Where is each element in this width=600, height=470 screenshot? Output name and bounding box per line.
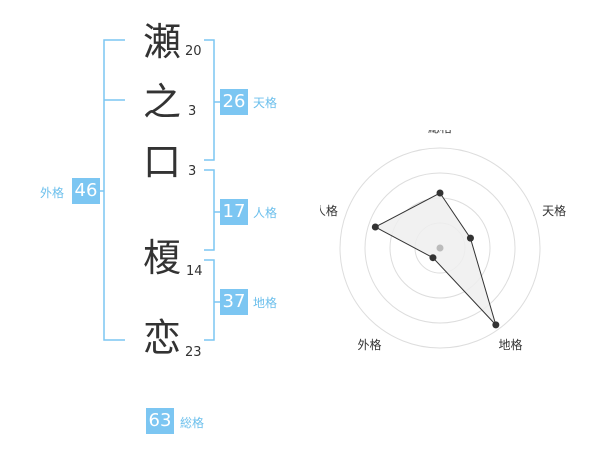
radar-axis-label-jinkaku: 人格 xyxy=(320,203,338,218)
name-char-2: 之 xyxy=(142,80,181,124)
name-char-1: 瀬 xyxy=(142,20,181,64)
tenkaku-label: 天格 xyxy=(253,96,278,110)
radar-point-jinkaku xyxy=(371,223,379,231)
radar-axis-label-gaikaku: 外格 xyxy=(357,337,381,352)
radar-center-dot xyxy=(436,244,444,252)
radar-ring xyxy=(339,147,541,349)
radar-points xyxy=(371,189,500,329)
chikaku-label: 地格 xyxy=(253,296,278,310)
chikaku-bracket xyxy=(204,259,215,341)
chikaku-value: 37 xyxy=(220,289,248,315)
radar-point-soukaku xyxy=(436,189,444,197)
gaikaku-value: 46 xyxy=(72,178,100,204)
jinkaku-value: 17 xyxy=(220,199,248,225)
stroke-count-4: 14 xyxy=(186,264,203,279)
name-char-4: 榎 xyxy=(142,236,181,280)
radar-axis-label-soukaku: 総格 xyxy=(428,130,452,135)
radar-point-chikaku xyxy=(492,321,500,329)
radar-axis-label-chikaku: 地格 xyxy=(499,337,523,352)
tenkaku-bracket xyxy=(204,39,215,161)
radar-axis-label-tenkaku: 天格 xyxy=(542,203,566,218)
radar-point-tenkaku xyxy=(466,234,474,242)
stroke-count-2: 3 xyxy=(188,104,197,119)
tenkaku-value: 26 xyxy=(220,89,248,115)
stroke-count-1: 20 xyxy=(185,44,202,59)
stroke-count-3: 3 xyxy=(188,164,197,179)
gaikaku-bracket xyxy=(103,39,125,341)
radar-ring xyxy=(364,172,516,324)
name-char-5: 恋 xyxy=(142,316,181,360)
soukaku-label: 総格 xyxy=(180,416,205,430)
soukaku-value: 63 xyxy=(146,408,174,434)
jinkaku-label: 人格 xyxy=(253,206,278,220)
radar-point-gaikaku xyxy=(429,254,437,262)
jinkaku-bracket xyxy=(204,169,215,251)
name-char-3: 口 xyxy=(142,140,181,184)
stroke-count-5: 23 xyxy=(185,345,202,360)
gaikaku-label: 外格 xyxy=(40,186,65,200)
